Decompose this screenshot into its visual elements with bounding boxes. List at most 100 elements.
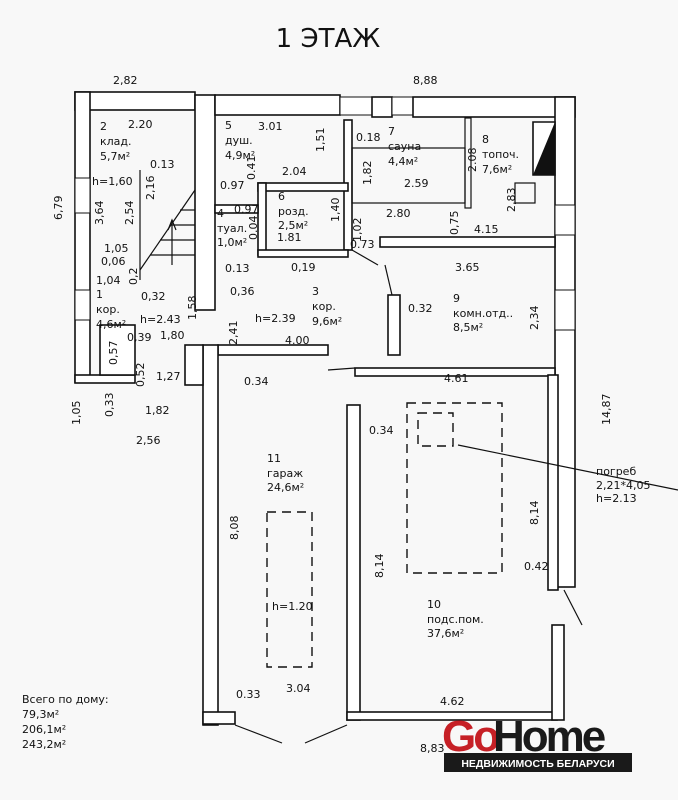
dimension-label: 2.59 bbox=[404, 177, 429, 190]
dimension-label: 6,79 bbox=[52, 196, 65, 221]
rooms-7-num: 8 bbox=[482, 133, 489, 146]
dimension-label: h=2.43 bbox=[140, 313, 181, 326]
dimension-label: 0.32 bbox=[408, 302, 433, 315]
rooms-1-area: 5,7м² bbox=[100, 150, 130, 163]
dimension-label: 0.18 bbox=[356, 131, 381, 144]
rooms-4-num: 5 bbox=[225, 119, 232, 132]
totals: Всего по дому: 79,3м² 206,1м² 243,2м² bbox=[22, 693, 109, 751]
dimension-label: 0,75 bbox=[448, 211, 461, 236]
dimension-label: 3,64 bbox=[93, 201, 106, 226]
rooms-7-area: 7,6м² bbox=[482, 163, 512, 176]
rooms-2-area: 9,6м² bbox=[312, 315, 342, 328]
rooms-4-area: 4,9м² bbox=[225, 149, 255, 162]
dimension-label: 2,54 bbox=[123, 201, 136, 226]
dimension-label: 0,06 bbox=[101, 255, 126, 268]
dimension-label: 2,41 bbox=[227, 321, 240, 346]
gohome-logo: Go Home НЕДВИЖИМОСТЬ БЕЛАРУСИ bbox=[442, 712, 632, 772]
dimension-label: 8,08 bbox=[228, 516, 241, 541]
dimension-label: 4.62 bbox=[440, 695, 465, 708]
cellar-label: погреб 2,21*4,05 h=2.13 bbox=[596, 465, 650, 505]
dimension-label: 0.73 bbox=[350, 238, 375, 251]
dimension-label: 2,34 bbox=[528, 306, 541, 331]
rooms-5-num: 6 bbox=[278, 190, 285, 203]
door-swings bbox=[234, 249, 583, 744]
rooms-0-num: 1 bbox=[96, 288, 103, 301]
dimension-label: 1.81 bbox=[277, 231, 302, 244]
dimension-label: 0,39 bbox=[127, 331, 152, 344]
dimension-label: 4.00 bbox=[285, 334, 310, 347]
rooms-8-area: 8,5м² bbox=[453, 321, 483, 334]
rooms-1-num: 2 bbox=[100, 120, 107, 133]
dimension-label: 0.42 bbox=[524, 560, 549, 573]
walls bbox=[74, 91, 576, 726]
dimension-label: 0.34 bbox=[369, 424, 394, 437]
rooms-3-num: 4 bbox=[217, 207, 224, 220]
cellar-name: погреб bbox=[596, 465, 636, 478]
dimension-label: 3.65 bbox=[455, 261, 480, 274]
rooms-3-area: 1,0м² bbox=[217, 236, 247, 249]
dimension-label: 1,05 bbox=[70, 401, 83, 426]
totals-values-1: 206,1м² bbox=[22, 723, 66, 736]
rooms-2-num: 3 bbox=[312, 285, 319, 298]
dimension-label: 3.01 bbox=[258, 120, 283, 133]
rooms-6-area: 4,4м² bbox=[388, 155, 418, 168]
rooms-8-num: 9 bbox=[453, 292, 460, 305]
dimension-label: 2.08 bbox=[466, 148, 479, 173]
totals-values-2: 243,2м² bbox=[22, 738, 66, 751]
dimension-label: 0.97 bbox=[220, 179, 245, 192]
logo-home: Home bbox=[493, 712, 605, 761]
dimension-label: 8,14 bbox=[373, 554, 386, 579]
dimension-label: 2,16 bbox=[144, 176, 157, 201]
dimension-label: 4.61 bbox=[444, 372, 469, 385]
dimension-label: 1,51 bbox=[314, 128, 327, 153]
dimension-label: 0.97 bbox=[234, 203, 259, 216]
dimension-label: 0.41 bbox=[245, 156, 258, 181]
dimension-label: 1,80 bbox=[160, 329, 185, 342]
dimension-label: 8,14 bbox=[528, 501, 541, 526]
rooms-2-name: кор. bbox=[312, 300, 336, 313]
totals-values-0: 79,3м² bbox=[22, 708, 59, 721]
rooms-1-name: клад. bbox=[100, 135, 132, 148]
dimension-label: h=1.20 bbox=[272, 600, 313, 613]
dimension-label: 1,82 bbox=[145, 404, 170, 417]
rooms-8-name: комн.отд.. bbox=[453, 307, 513, 320]
cellar-height: h=2.13 bbox=[596, 492, 637, 505]
dimension-label: 14,87 bbox=[600, 394, 613, 426]
logo-go: Go bbox=[442, 712, 499, 761]
dimension-labels: 2,82 8,88 6,79 14,87 2.20 3.01 1,51 0.18… bbox=[52, 74, 613, 755]
rooms-5-area: 2,5м² bbox=[278, 219, 308, 232]
dimension-label: 8,88 bbox=[413, 74, 438, 87]
dimension-label: 2,56 bbox=[136, 434, 161, 447]
rooms-10-name: гараж bbox=[267, 467, 303, 480]
cellar-hatch bbox=[417, 412, 454, 447]
cellar-leader bbox=[457, 444, 678, 491]
rooms-6-num: 7 bbox=[388, 125, 395, 138]
dimension-label: 2,83 bbox=[505, 188, 518, 213]
dimension-label: 2,82 bbox=[113, 74, 138, 87]
dimension-label: 0.33 bbox=[236, 688, 261, 701]
dimension-label: 1,02 bbox=[351, 218, 364, 243]
dimension-label: 4.15 bbox=[474, 223, 499, 236]
rooms-10-num: 11 bbox=[267, 452, 281, 465]
logo-tagline: НЕДВИЖИМОСТЬ БЕЛАРУСИ bbox=[461, 758, 614, 770]
dimension-label: 0,36 bbox=[230, 285, 255, 298]
rooms-9-area: 37,6м² bbox=[427, 627, 464, 640]
cellar-size: 2,21*4,05 bbox=[596, 479, 650, 492]
dimension-label: 1,27 bbox=[156, 370, 181, 383]
rooms-9-name: подс.пом. bbox=[427, 613, 484, 626]
dimension-label: 0,52 bbox=[134, 363, 147, 388]
rooms-7-name: топоч. bbox=[482, 148, 519, 161]
dimension-label: h=2.39 bbox=[255, 312, 296, 325]
dimension-label: 0,33 bbox=[103, 393, 116, 418]
dimension-label: 2.80 bbox=[386, 207, 411, 220]
dimension-label: 0,2 bbox=[127, 268, 140, 286]
dimension-label: 8,83 bbox=[420, 742, 445, 755]
dimension-label: 0,57 bbox=[107, 341, 120, 366]
plan-title: 1 ЭТАЖ bbox=[276, 24, 381, 54]
stair bbox=[139, 170, 196, 280]
dimension-label: 0.13 bbox=[225, 262, 250, 275]
rooms-9-num: 10 bbox=[427, 598, 441, 611]
dimension-label: 1,05 bbox=[104, 242, 129, 255]
